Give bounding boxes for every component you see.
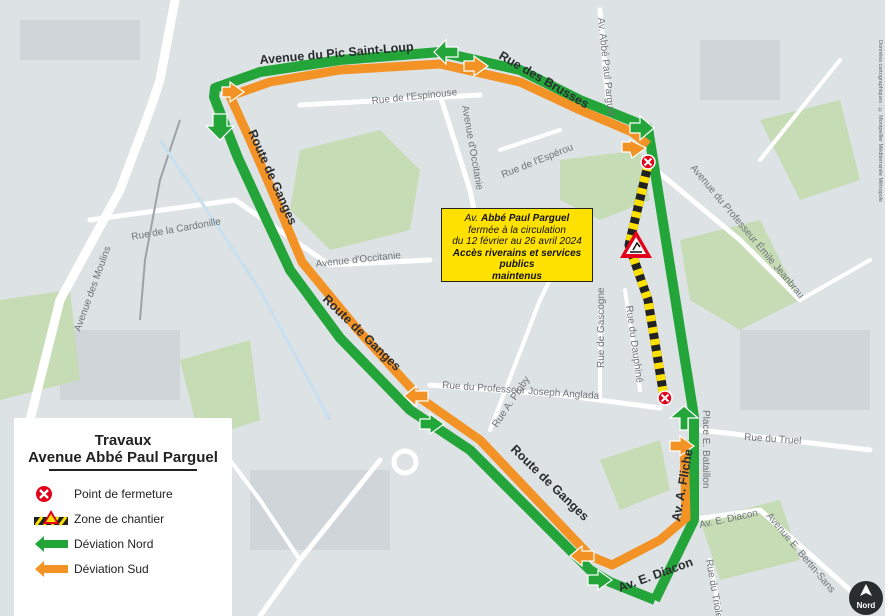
roundabout — [391, 448, 419, 476]
label-rue-gascogne: Rue de Gascogne — [596, 287, 607, 368]
notice-street-name: Abbé Paul Parguel — [480, 213, 570, 224]
legend-label: Déviation Sud — [74, 561, 149, 576]
south-arrow-icon — [403, 384, 429, 408]
south-arrow-icon — [221, 80, 246, 104]
blue-stream — [158, 139, 332, 421]
south-arrow-icon — [569, 544, 595, 568]
south-arrow-icon — [669, 434, 696, 458]
label-avenue-occitanie-h: Avenue d'Occitanie — [315, 250, 402, 270]
south-arrow-icon — [463, 54, 490, 78]
north-arrow-icon — [204, 113, 236, 141]
legend-title: Travaux Avenue Abbé Paul Parguel — [28, 432, 218, 466]
south-detour-arrow-icon — [34, 559, 74, 579]
compass-rose: Nord — [849, 581, 883, 615]
map-credit: Données cartographiques : © Montpellier … — [877, 40, 883, 202]
legend-item-north-detour: Déviation Nord — [14, 531, 232, 556]
legend-item-south-detour: Déviation Sud — [14, 556, 232, 581]
legend-label: Point de fermeture — [74, 486, 173, 501]
legend-label: Déviation Nord — [74, 536, 154, 551]
north-arrow-icon — [629, 114, 655, 142]
worksite-warning-icon — [620, 230, 652, 258]
closure-point-south — [657, 390, 673, 406]
map-parks — [0, 100, 860, 580]
label-avenue-occitanie-v: Avenue d'Occitanie — [459, 105, 485, 192]
worksite-zone — [624, 160, 669, 402]
north-arrow-icon — [433, 38, 459, 66]
legend-label: Zone de chantier — [74, 511, 165, 526]
map-legend: Travaux Avenue Abbé Paul Parguel Point d… — [14, 418, 232, 616]
compass-label: Nord — [857, 601, 876, 610]
railway-line — [139, 119, 181, 321]
legend-item-closure: Point de fermeture — [14, 481, 232, 506]
north-arrow-icon — [587, 568, 614, 592]
label-rue-dauphine: Rue du Dauphiné — [623, 305, 645, 384]
north-detour-route — [209, 47, 699, 605]
south-detour-route — [225, 59, 691, 570]
south-detour-arrows — [221, 54, 696, 568]
closure-point-north — [640, 154, 656, 170]
closure-point-icon — [34, 484, 74, 504]
label-rue-du-truel: Rue du Truel — [744, 432, 802, 447]
notice-line2: fermée à la circulation — [468, 224, 566, 236]
legend-item-worksite: Zone de chantier — [14, 506, 232, 531]
notice-line5: maintenus — [491, 270, 542, 282]
north-arrow-compass-icon — [860, 584, 872, 596]
legend-divider — [49, 469, 197, 471]
worksite-zone-icon — [34, 509, 74, 529]
notice-street-prefix: Av. — [464, 213, 479, 224]
notice-line3: du 12 février au 26 avril 2024 — [452, 236, 582, 247]
north-arrow-icon — [668, 405, 700, 431]
north-detour-arrow-icon — [34, 534, 74, 554]
south-arrow-icon — [621, 139, 648, 159]
closure-notice: Av. Abbé Paul Parguel fermée à la circul… — [441, 208, 593, 282]
label-rue-cardonille: Rue de la Cardonille — [131, 216, 223, 243]
notice-line4: Accès riverains et services publics — [452, 247, 582, 271]
north-arrow-icon — [419, 412, 446, 436]
north-detour-arrows — [204, 38, 700, 592]
label-place-bataillon: Place E. Bataillon — [700, 410, 711, 488]
